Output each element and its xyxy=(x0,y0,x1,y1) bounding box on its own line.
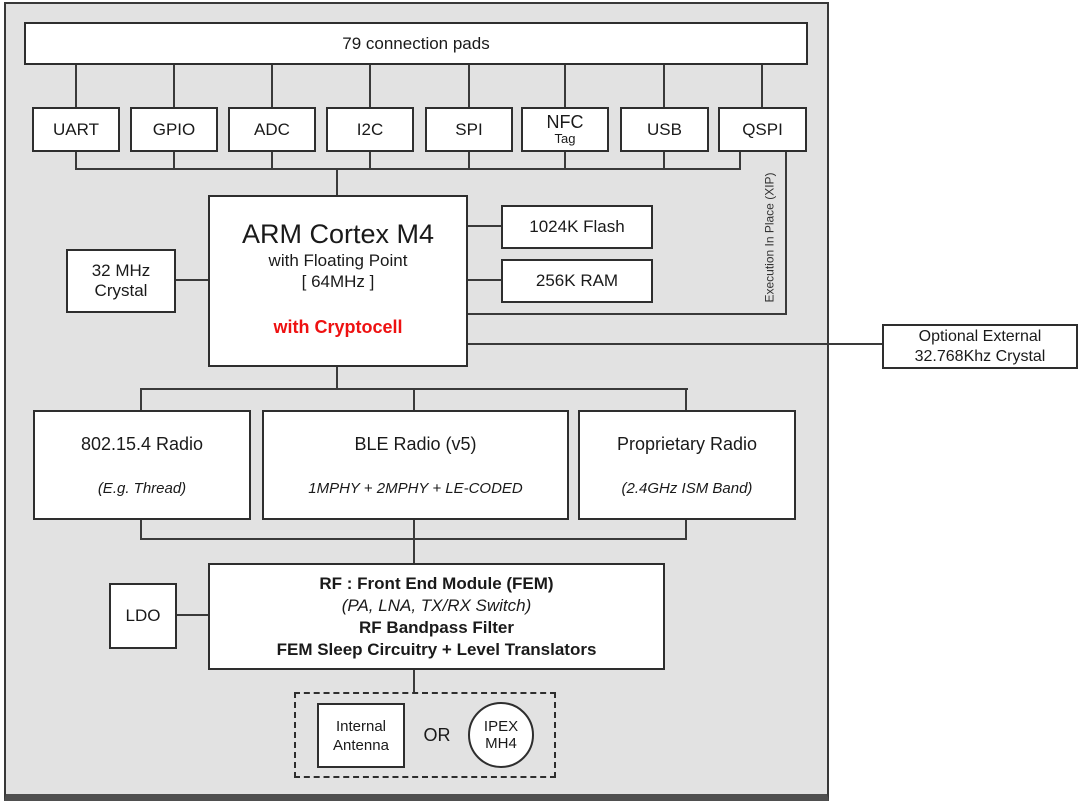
connector-ldo-fem xyxy=(177,614,208,616)
connector-cpu-external-crystal xyxy=(468,343,882,345)
radio-proprietary-title: Proprietary Radio xyxy=(616,433,758,454)
connection-pads-block: 79 connection pads xyxy=(24,22,808,65)
block-ble-radio: BLE Radio (v5) 1MPHY + 2MPHY + LE-CODED xyxy=(262,410,569,520)
block-gpio: GPIO xyxy=(130,107,218,152)
connector-pads-nfc xyxy=(564,65,566,107)
adc-label: ADC xyxy=(254,119,290,139)
block-nfc: NFC Tag xyxy=(521,107,609,152)
xip-horizontal-line xyxy=(468,313,787,315)
drop-ble xyxy=(413,390,415,410)
radio-ble-subtitle: 1MPHY + 2MPHY + LE-CODED xyxy=(308,479,523,497)
stub-usb xyxy=(663,152,665,170)
cpu-to-radio-bus xyxy=(336,367,338,390)
bus-to-cpu xyxy=(336,170,338,195)
block-uart: UART xyxy=(32,107,120,152)
connector-pads-usb xyxy=(663,65,665,107)
ram-label: 256K RAM xyxy=(535,271,619,291)
rise-802154 xyxy=(140,518,142,540)
block-ram: 256K RAM xyxy=(501,259,653,303)
stub-adc xyxy=(271,152,273,170)
fem-line4: FEM Sleep Circuitry + Level Translators xyxy=(276,639,597,659)
crystal-line2: Crystal xyxy=(94,281,148,300)
block-802154-radio: 802.15.4 Radio (E.g. Thread) xyxy=(33,410,251,520)
nfc-sub-label: Tag xyxy=(554,131,576,146)
block-external-crystal: Optional External 32.768Khz Crystal xyxy=(882,324,1078,369)
uart-label: UART xyxy=(53,119,99,139)
fem-line3: RF Bandpass Filter xyxy=(359,617,514,637)
block-flash: 1024K Flash xyxy=(501,205,653,249)
fem-line2: (PA, LNA, TX/RX Switch) xyxy=(341,595,532,615)
block-usb: USB xyxy=(620,107,709,152)
internal-antenna-line1: Internal xyxy=(335,717,387,735)
stub-uart xyxy=(75,152,77,170)
fem-line1: RF : Front End Module (FEM) xyxy=(319,573,554,593)
gpio-label: GPIO xyxy=(152,119,196,139)
cpu-clock-label: [ 64MHz ] xyxy=(301,272,375,291)
cpu-fpu-label: with Floating Point xyxy=(268,251,408,270)
xip-label: Execution In Place (XIP) xyxy=(762,172,777,303)
connector-cpu-ram xyxy=(468,279,501,281)
connector-pads-i2c xyxy=(369,65,371,107)
external-crystal-line2: 32.768Khz Crystal xyxy=(914,347,1046,365)
radio-proprietary-subtitle: (2.4GHz ISM Band) xyxy=(621,479,753,497)
peripheral-bus xyxy=(75,168,741,170)
flash-label: 1024K Flash xyxy=(529,217,625,237)
radio-bus-top xyxy=(140,388,688,390)
connector-pads-adc xyxy=(271,65,273,107)
usb-label: USB xyxy=(647,119,682,139)
stub-qspi xyxy=(739,152,741,170)
cpu-title: ARM Cortex M4 xyxy=(241,219,435,249)
drop-802154 xyxy=(140,390,142,410)
radio-802154-subtitle: (E.g. Thread) xyxy=(97,479,187,497)
ipex-line1: IPEX xyxy=(483,718,519,735)
ldo-label: LDO xyxy=(125,606,161,626)
connector-crystal-cpu xyxy=(176,279,208,281)
connector-cpu-flash xyxy=(468,225,501,227)
ipex-line2: MH4 xyxy=(485,735,517,752)
qspi-label: QSPI xyxy=(742,119,783,139)
block-ldo: LDO xyxy=(109,583,177,649)
block-adc: ADC xyxy=(228,107,316,152)
rise-ble-to-fem xyxy=(413,518,415,563)
block-ipex-connector: IPEX MH4 xyxy=(468,702,534,768)
stub-i2c xyxy=(369,152,371,170)
block-32mhz-crystal: 32 MHz Crystal xyxy=(66,249,176,313)
block-internal-antenna: Internal Antenna xyxy=(317,703,405,768)
xip-vertical-line xyxy=(785,152,787,315)
antenna-options-group xyxy=(294,692,556,778)
radio-bus-bottom xyxy=(140,538,687,540)
block-proprietary-radio: Proprietary Radio (2.4GHz ISM Band) xyxy=(578,410,796,520)
connector-pads-qspi xyxy=(761,65,763,107)
stub-nfc xyxy=(564,152,566,170)
stub-spi xyxy=(468,152,470,170)
connector-pads-gpio xyxy=(173,65,175,107)
connector-pads-spi xyxy=(468,65,470,107)
connection-pads-label: 79 connection pads xyxy=(342,33,490,53)
block-fem: RF : Front End Module (FEM) (PA, LNA, TX… xyxy=(208,563,665,670)
connector-pads-uart xyxy=(75,65,77,107)
cpu-cryptocell-label: with Cryptocell xyxy=(273,317,403,337)
crystal-line1: 32 MHz xyxy=(91,261,151,281)
radio-ble-title: BLE Radio (v5) xyxy=(354,433,477,454)
spi-label: SPI xyxy=(455,119,483,139)
fem-to-antenna xyxy=(413,669,415,692)
drop-proprietary xyxy=(685,390,687,410)
block-i2c: I2C xyxy=(326,107,414,152)
block-cpu: ARM Cortex M4 with Floating Point [ 64MH… xyxy=(208,195,468,367)
block-spi: SPI xyxy=(425,107,513,152)
nfc-label: NFC xyxy=(546,112,584,132)
external-crystal-line1: Optional External xyxy=(918,327,1042,345)
i2c-label: I2C xyxy=(356,119,384,139)
radio-802154-title: 802.15.4 Radio xyxy=(80,433,204,454)
internal-antenna-line2: Antenna xyxy=(333,736,389,754)
block-qspi: QSPI xyxy=(718,107,807,152)
or-label: OR xyxy=(423,725,451,745)
rise-proprietary xyxy=(685,518,687,540)
stub-gpio xyxy=(173,152,175,170)
